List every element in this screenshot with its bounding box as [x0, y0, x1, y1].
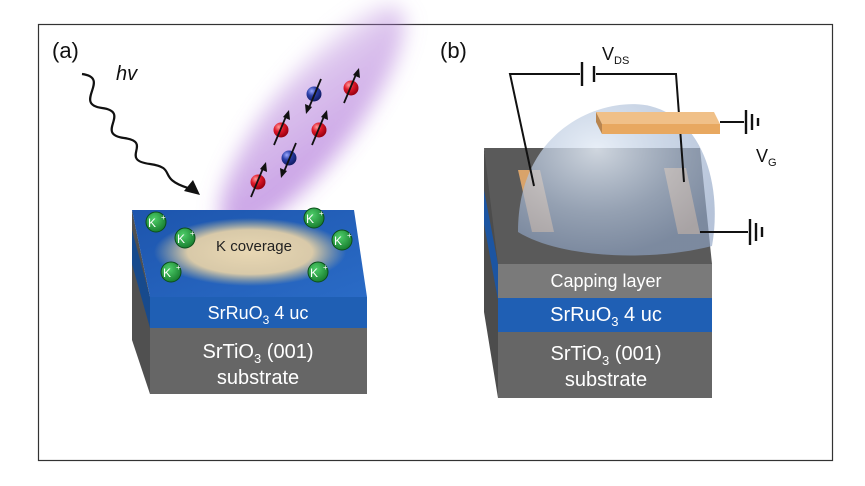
- svg-text:K: K: [306, 212, 314, 226]
- block-b-sto-front: [498, 332, 712, 398]
- electron-blue: [305, 78, 322, 114]
- sto-layer-label-b: SrTiO3 (001): [551, 343, 662, 368]
- panel-a: (a) hv: [52, 4, 405, 394]
- vg-label: VG: [756, 146, 777, 169]
- panel-b: (b) VDS VG Capping l: [440, 38, 777, 398]
- block-a-sto-front: [150, 328, 367, 394]
- capping-layer-label: Capping layer: [550, 271, 661, 291]
- svg-text:+: +: [161, 213, 166, 222]
- electron-red: [343, 68, 360, 104]
- svg-text:+: +: [323, 263, 328, 272]
- svg-text:K: K: [310, 266, 318, 280]
- sto-layer-label-a: SrTiO3 (001): [203, 341, 314, 366]
- gate-electrode-side: [596, 112, 602, 134]
- svg-text:+: +: [190, 229, 195, 238]
- gate-electrode-front: [602, 124, 720, 134]
- panel-a-label: (a): [52, 38, 79, 63]
- electrolyte-dome: [518, 104, 715, 256]
- k-ion: K+: [331, 229, 353, 251]
- sto-substrate-label-a: substrate: [217, 367, 299, 389]
- block-b-sro-left: [484, 190, 498, 300]
- figure-frame: [37, 23, 834, 462]
- k-coverage-label: K coverage: [216, 238, 292, 255]
- svg-text:+: +: [319, 209, 324, 218]
- emission-glow: [219, 4, 405, 232]
- photon-wave: [81, 72, 189, 190]
- sro-layer-label-b: SrRuO3 4 uc: [550, 304, 662, 329]
- k-ion: K+: [307, 261, 329, 283]
- electron-blue: [280, 142, 297, 178]
- vds-label: VDS: [602, 44, 629, 67]
- k-coverage-area: [154, 218, 346, 286]
- svg-text:+: +: [347, 231, 352, 240]
- gate-electrode-top: [596, 112, 720, 124]
- k-ion: K+: [303, 207, 325, 229]
- photon-label: hv: [116, 63, 138, 85]
- electron-group: [250, 68, 360, 198]
- block-a-sro-left: [132, 230, 150, 328]
- electron-red: [311, 110, 328, 146]
- electron-red: [273, 110, 290, 146]
- sro-layer-label-a: SrRuO3 4 uc: [208, 303, 309, 327]
- block-a-sro-front: [150, 297, 367, 328]
- block-b-cap-front: [498, 264, 712, 298]
- vds-wire: [508, 73, 580, 187]
- sto-substrate-label-b: substrate: [565, 369, 647, 391]
- block-b-sro-front: [498, 298, 712, 332]
- svg-text:K: K: [177, 232, 185, 246]
- svg-text:K: K: [163, 266, 171, 280]
- svg-text:K: K: [148, 216, 156, 230]
- svg-text:K: K: [334, 234, 342, 248]
- k-ion: K+: [160, 261, 182, 283]
- panel-b-label: (b): [440, 38, 467, 63]
- svg-text:+: +: [176, 263, 181, 272]
- k-ion: K+: [174, 227, 196, 249]
- photon-arrowhead: [184, 180, 200, 195]
- vds-wire: [596, 73, 685, 183]
- electron-red: [250, 162, 267, 198]
- k-ion: K+: [145, 211, 167, 233]
